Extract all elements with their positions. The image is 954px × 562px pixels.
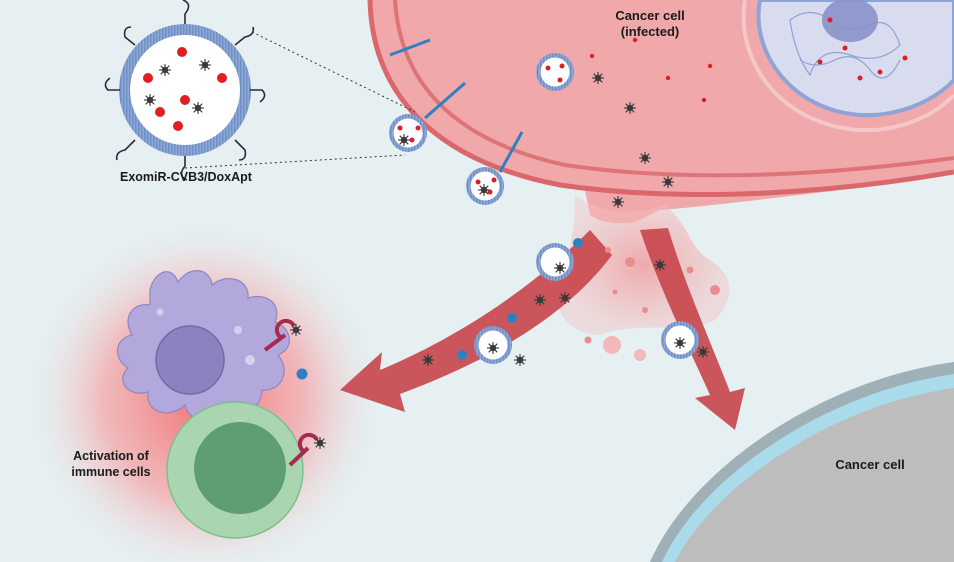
aptamer-icon	[389, 38, 524, 173]
activation-label-line1: Activation of	[73, 449, 149, 463]
t-cell	[166, 401, 304, 539]
receptor-icon	[263, 318, 327, 467]
aptamer-dot-icon	[296, 368, 308, 380]
infected-cell-label-line1: Cancer cell	[615, 8, 685, 23]
target-cancer-cell-label: Cancer cell	[835, 457, 905, 472]
infected-cell-label-line2: (infected)	[620, 24, 680, 39]
infected-cancer-cell-label: Cancer cell (infected)	[585, 8, 715, 40]
aptamer-dot-icon	[457, 238, 583, 360]
activation-label-line2: immune cells	[71, 465, 151, 479]
debris	[584, 247, 720, 344]
dendritic-cell	[117, 270, 290, 421]
exosome-construct-illustration	[104, 0, 416, 181]
nucleus-drug-dots	[817, 17, 908, 81]
target-cancer-cell	[650, 362, 954, 562]
immune-activation-label: Activation of immune cells	[52, 448, 170, 480]
exosome-construct-label: ExomiR-CVB3/DoxApt	[120, 170, 252, 184]
drug-dot-icon	[397, 37, 713, 195]
